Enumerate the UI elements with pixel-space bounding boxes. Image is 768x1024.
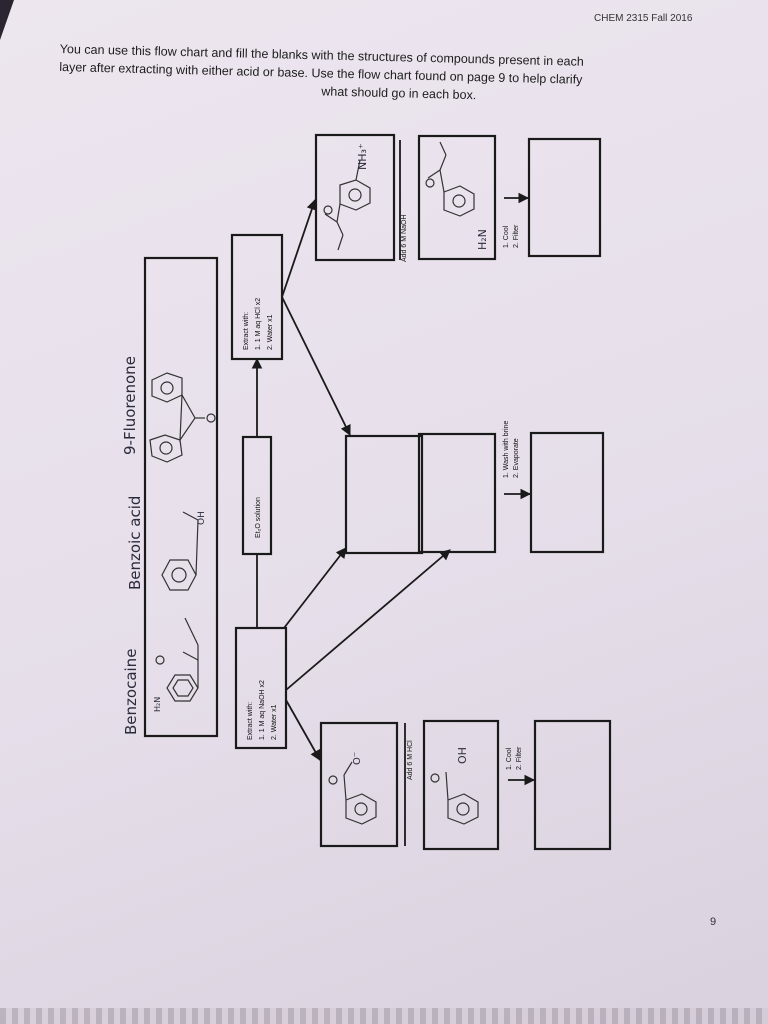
- arrow-base-aqueous: [285, 699, 321, 761]
- add-hcl-label: Add 6 M HCl: [407, 740, 414, 780]
- top-product-box[interactable]: [527, 137, 602, 258]
- extract-acid-title: Extract with:: [243, 312, 250, 350]
- cool-filter-bottom-step-2: 2. Filter: [516, 746, 523, 770]
- carboxylate-box: [319, 721, 399, 848]
- benzoic-acid-label: Benzoic acid: [126, 496, 144, 590]
- middle-product-box[interactable]: [529, 431, 605, 554]
- handwritten-amine: H₂N: [476, 229, 489, 250]
- ammonium-box: [314, 133, 396, 262]
- benzocaine-structure: H₂N: [153, 617, 199, 712]
- cool-filter-top-step-2: 2. Filter: [513, 224, 520, 248]
- organic-layer-box[interactable]: [344, 434, 424, 555]
- arrow-organic-to-base: [283, 547, 347, 629]
- wash-step-2: 2. Evaporate: [513, 438, 520, 478]
- bottom-product-box[interactable]: [533, 719, 612, 851]
- fluorenone-structure: [149, 372, 216, 463]
- carboxylate-structure: O⁻: [328, 752, 377, 825]
- extract-base-step-2: 2. Water x1: [271, 704, 278, 740]
- benzoic-oh: OH: [197, 511, 207, 525]
- starting-mixture-box: [143, 256, 219, 738]
- cool-filter-bottom-step-1: 1. Cool: [506, 747, 513, 770]
- extract-acid-step-1: 1. 1 M aq HCl x2: [255, 298, 262, 350]
- ammonium-structure: NH₃⁺: [323, 143, 371, 251]
- wash-step-1: 1. Wash with brine: [503, 421, 510, 478]
- amine-box: [417, 134, 497, 261]
- benzocaine-amine: H₂N: [153, 697, 162, 712]
- fluorenone-label: 9-Fluorenone: [121, 356, 139, 455]
- handwritten-acid-oh: OH: [456, 747, 469, 764]
- benzoic-acid-structure: OH: [161, 511, 207, 591]
- acid-box: [422, 719, 500, 851]
- solvent-label: Et₂O solution: [255, 497, 262, 538]
- amine-structure: H₂N: [425, 141, 489, 250]
- cool-filter-top-step-1: 1. Cool: [503, 225, 510, 248]
- acid-structure: OH: [430, 747, 479, 825]
- extract-acid-step-2: 2. Water x1: [267, 314, 274, 350]
- add-naoh-label: Add 6 M NaOH: [401, 215, 408, 262]
- table-edge: [0, 1008, 768, 1024]
- course-header: CHEM 2315 Fall 2016: [594, 13, 693, 24]
- extract-base-title: Extract with:: [247, 702, 254, 740]
- extract-base-box: [234, 626, 288, 750]
- arrow-acid-organic: [281, 296, 351, 436]
- page-number: 9: [710, 916, 717, 928]
- handwritten-ammonium: NH₃⁺: [356, 143, 369, 170]
- extract-base-step-1: 1. 1 M aq NaOH x2: [259, 680, 266, 740]
- organic-layer-2-box[interactable]: [417, 432, 497, 554]
- arrow-base-organic: [285, 549, 451, 691]
- benzocaine-label: Benzocaine: [122, 649, 140, 735]
- handwritten-carboxylate: O⁻: [352, 752, 363, 765]
- arrow-acid-aqueous: [281, 198, 317, 298]
